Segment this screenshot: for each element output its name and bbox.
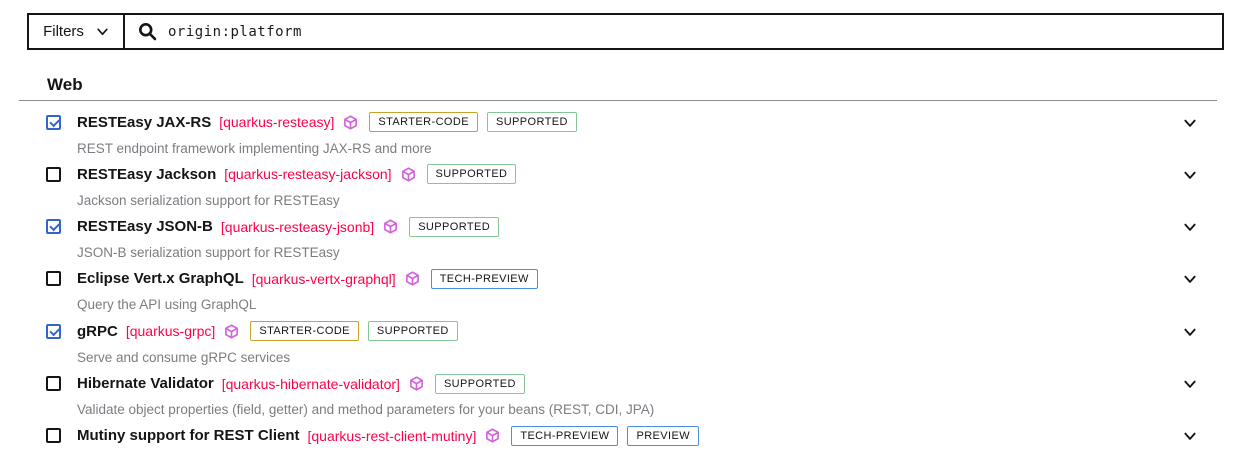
badge-group: SUPPORTED <box>409 216 500 237</box>
status-badge: PREVIEW <box>627 425 699 446</box>
filters-label: Filters <box>43 23 84 40</box>
badge-group: SUPPORTED <box>426 164 517 185</box>
extension-name: RESTEasy JSON-B <box>77 218 213 236</box>
extension-row[interactable]: Hibernate Validator [quarkus-hibernate-v… <box>0 370 1236 422</box>
badge-group: SUPPORTED <box>434 373 525 394</box>
platform-cube-icon <box>383 219 398 234</box>
extension-checkbox[interactable] <box>46 219 61 235</box>
extension-description: Jackson serialization support for RESTEa… <box>77 192 340 208</box>
extension-list: RESTEasy JAX-RS [quarkus-resteasy] START… <box>0 108 1236 454</box>
extension-name: Mutiny support for REST Client <box>77 427 300 445</box>
extension-row[interactable]: RESTEasy Jackson [quarkus-resteasy-jacks… <box>0 160 1236 212</box>
extension-name: gRPC <box>77 322 118 340</box>
extension-description: REST endpoint framework implementing JAX… <box>77 140 432 156</box>
extension-title-line: gRPC [quarkus-grpc] STARTER-CODE SUPPORTE… <box>0 317 1236 345</box>
extension-name: Hibernate Validator <box>77 375 214 393</box>
extension-artifact-id: [quarkus-resteasy] <box>219 114 335 130</box>
extension-description: Validate object properties (field, gette… <box>77 402 655 418</box>
platform-cube-icon <box>401 167 416 182</box>
extension-checkbox[interactable] <box>46 271 61 287</box>
extension-checkbox[interactable] <box>46 428 61 444</box>
extension-title-line: Eclipse Vert.x GraphQL [quarkus-vertx-gr… <box>0 265 1236 293</box>
extension-row[interactable]: Eclipse Vert.x GraphQL [quarkus-vertx-gr… <box>0 265 1236 317</box>
extension-checkbox[interactable] <box>46 114 61 130</box>
status-badge: SUPPORTED <box>409 216 500 237</box>
status-badge: SUPPORTED <box>426 164 517 185</box>
extension-artifact-id: [quarkus-resteasy-jackson] <box>224 166 392 183</box>
badge-group: TECH-PREVIEW <box>430 268 538 289</box>
expand-chevron-icon[interactable] <box>1182 429 1197 444</box>
platform-cube-icon <box>409 376 424 391</box>
chevron-down-icon <box>96 25 109 38</box>
status-badge: TECH-PREVIEW <box>511 425 619 446</box>
badge-group: STARTER-CODE SUPPORTED <box>250 321 458 342</box>
search-icon <box>137 21 158 42</box>
status-badge: SUPPORTED <box>367 321 458 342</box>
extension-row[interactable]: RESTEasy JSON-B [quarkus-resteasy-jsonb]… <box>0 213 1236 265</box>
extension-artifact-id: [quarkus-rest-client-mutiny] <box>307 427 477 444</box>
extension-description <box>0 450 1236 454</box>
extension-title-line: RESTEasy JAX-RS [quarkus-resteasy] START… <box>0 108 1236 136</box>
status-badge: TECH-PREVIEW <box>430 268 538 289</box>
extension-title-line: RESTEasy JSON-B [quarkus-resteasy-jsonb]… <box>0 213 1236 241</box>
search-field <box>125 15 1222 48</box>
expand-chevron-icon[interactable] <box>1182 377 1197 392</box>
status-badge: SUPPORTED <box>486 112 577 132</box>
extension-artifact-id: [quarkus-hibernate-validator] <box>221 375 400 392</box>
status-badge: STARTER-CODE <box>369 112 478 132</box>
platform-cube-icon <box>405 271 420 287</box>
filters-button[interactable]: Filters <box>29 15 125 48</box>
badge-group: TECH-PREVIEW PREVIEW <box>511 425 699 446</box>
extension-description: JSON-B serialization support for RESTEas… <box>77 245 340 261</box>
extension-name: Eclipse Vert.x GraphQL <box>77 270 244 288</box>
platform-cube-icon <box>485 428 500 444</box>
extension-picker: Filters Web RESTEasy JAX-RS [quarkus-res… <box>0 13 1236 454</box>
extension-checkbox[interactable] <box>46 323 61 339</box>
extension-row[interactable]: gRPC [quarkus-grpc] STARTER-CODE SUPPORTE… <box>0 317 1236 369</box>
section-divider <box>19 100 1217 101</box>
expand-chevron-icon[interactable] <box>1182 272 1197 287</box>
expand-chevron-icon[interactable] <box>1182 167 1197 182</box>
platform-cube-icon <box>224 324 239 339</box>
extension-checkbox[interactable] <box>46 376 61 392</box>
extension-description: Serve and consume gRPC services <box>77 349 291 365</box>
expand-chevron-icon[interactable] <box>1182 115 1197 130</box>
expand-chevron-icon[interactable] <box>1182 220 1197 235</box>
badge-group: STARTER-CODE SUPPORTED <box>369 112 577 132</box>
extension-name: RESTEasy Jackson <box>77 165 217 183</box>
search-input[interactable] <box>168 15 1222 48</box>
status-badge: SUPPORTED <box>434 373 525 394</box>
expand-chevron-icon[interactable] <box>1182 324 1197 339</box>
extension-title-line: Mutiny support for REST Client [quarkus-… <box>0 422 1236 450</box>
filter-bar: Filters <box>27 13 1224 50</box>
extension-artifact-id: [quarkus-grpc] <box>125 323 216 340</box>
section-title: Web <box>47 75 83 94</box>
extension-artifact-id: [quarkus-vertx-graphql] <box>251 270 396 287</box>
extension-row[interactable]: Mutiny support for REST Client [quarkus-… <box>0 422 1236 454</box>
extension-description: Query the API using GraphQL <box>77 297 257 313</box>
platform-cube-icon <box>343 114 358 130</box>
extension-artifact-id: [quarkus-resteasy-jsonb] <box>220 218 375 235</box>
status-badge: STARTER-CODE <box>250 321 359 342</box>
extension-title-line: Hibernate Validator [quarkus-hibernate-v… <box>0 370 1236 398</box>
extension-row[interactable]: RESTEasy JAX-RS [quarkus-resteasy] START… <box>0 108 1236 160</box>
extension-title-line: RESTEasy Jackson [quarkus-resteasy-jacks… <box>0 160 1236 188</box>
extension-checkbox[interactable] <box>46 166 61 182</box>
extension-name: RESTEasy JAX-RS <box>77 113 212 131</box>
